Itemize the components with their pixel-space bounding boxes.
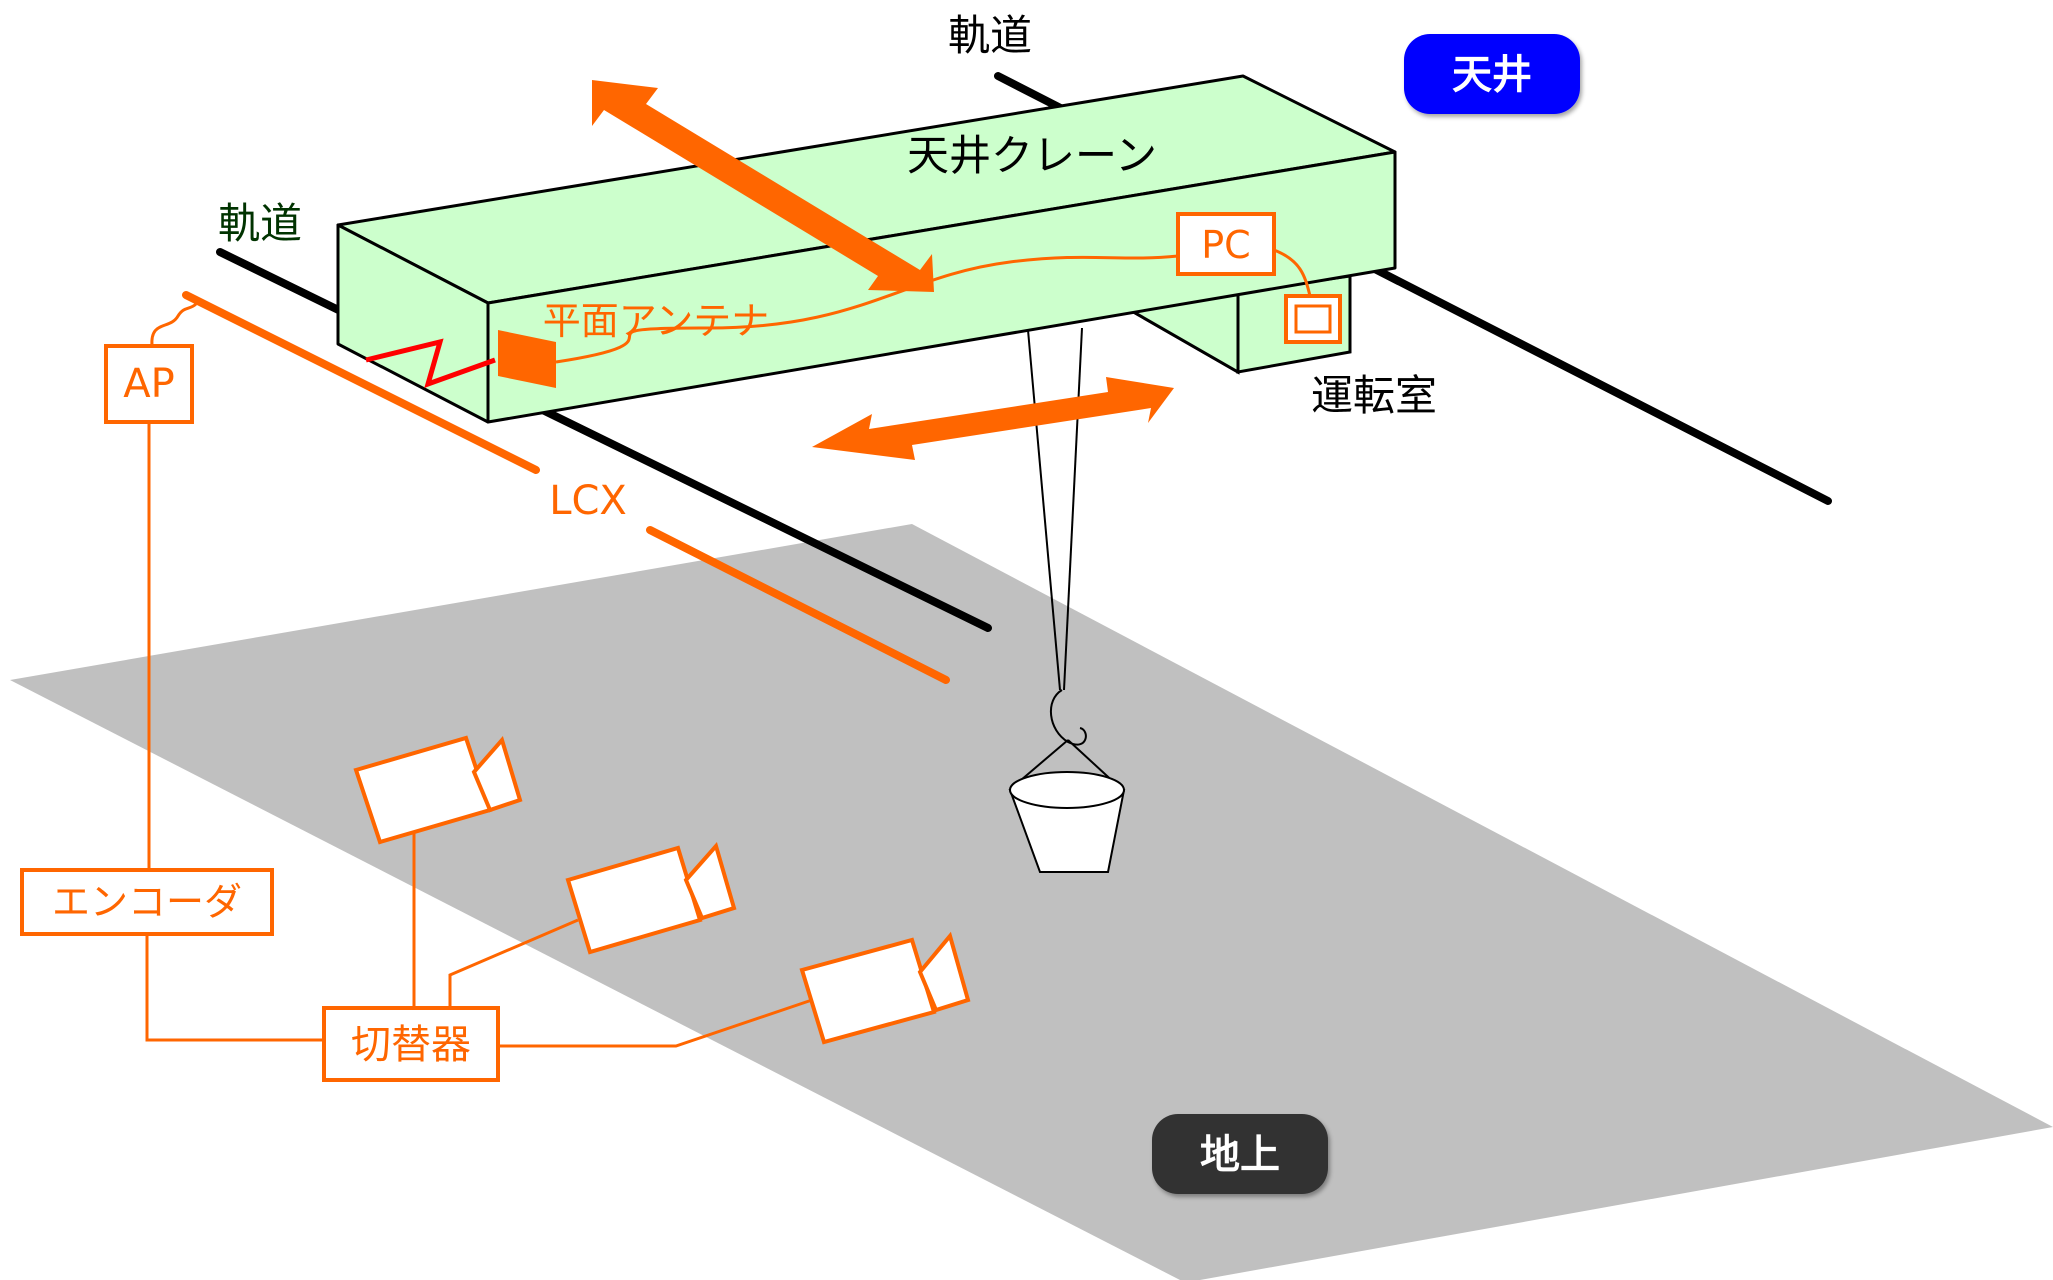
rail-label-left: 軌道 (218, 199, 302, 248)
control-room-label: 運転室 (1311, 371, 1437, 420)
lcx-cable-lower (646, 526, 950, 684)
antenna-to-pc-cable (555, 254, 1179, 364)
flat-antenna (498, 330, 556, 388)
monitor-screen (1294, 304, 1332, 334)
ceiling-label: 天井 (1452, 52, 1532, 98)
crane-label: 天井クレーン (907, 131, 1157, 180)
pc-box (1176, 212, 1276, 276)
crane-travel-arrow (592, 80, 934, 292)
ground-label: 地上 (1200, 1132, 1280, 1178)
encoder-label: エンコーダ (52, 880, 242, 924)
radio-link-zigzag (365, 338, 496, 388)
hoist-and-bucket (1008, 327, 1126, 873)
camera-icon (799, 931, 971, 1045)
camera-icon (565, 841, 737, 955)
ap-to-lcx-cable (150, 302, 198, 347)
switcher-label: 切替器 (351, 1022, 471, 1068)
ground-floor (10, 524, 2053, 1280)
lcx-label: LCX (549, 478, 627, 524)
flat-antenna-label: 平面アンテナ (543, 299, 769, 343)
pc-to-monitor-cable (1273, 248, 1312, 297)
overhead-crane-girder (336, 74, 1397, 424)
ground-badge (1152, 1114, 1328, 1194)
encoder-to-switcher-cable (145, 934, 324, 1042)
camera2-to-switcher-cable (448, 918, 579, 1008)
camera-icon (353, 735, 523, 845)
lcx-cable-upper (182, 291, 540, 474)
ap-label: AP (123, 361, 174, 407)
switcher-box (322, 1006, 500, 1082)
trolley-traverse-arrow (812, 377, 1174, 460)
rail-label-top: 軌道 (948, 11, 1032, 60)
ceiling-badge (1404, 34, 1580, 114)
camera3-to-switcher-cable (498, 998, 813, 1048)
encoder-box (20, 868, 274, 936)
pc-label: PC (1201, 223, 1250, 267)
